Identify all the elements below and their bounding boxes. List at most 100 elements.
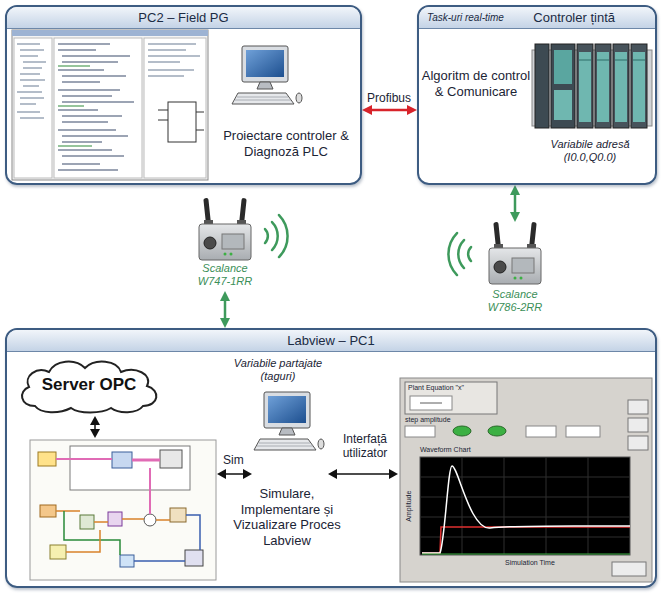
double-arrow bbox=[90, 416, 398, 479]
panel-text: Proiectare controler & Diagnoză PLC bbox=[215, 128, 357, 159]
computer-icon bbox=[254, 392, 324, 450]
panel-header: Labview – PC1 bbox=[7, 330, 655, 352]
editor-screenshot bbox=[12, 30, 208, 180]
panel-labview: Labview – PC1Variabile partajate (taguri… bbox=[5, 328, 657, 588]
arrow-head bbox=[510, 212, 520, 222]
connector bbox=[362, 105, 417, 115]
radio-waves bbox=[448, 233, 457, 275]
front-panel-screenshot bbox=[628, 400, 648, 414]
block-diagram-screenshot bbox=[170, 508, 186, 522]
front-panel-screenshot bbox=[422, 527, 630, 553]
screenshot-text: Plant Equation "x" bbox=[408, 384, 464, 392]
panel-title: PC2 – Field PG bbox=[138, 10, 228, 26]
radio-waves bbox=[468, 247, 471, 261]
plc-rack bbox=[633, 52, 645, 122]
radio-waves bbox=[279, 215, 288, 257]
front-panel-screenshot bbox=[566, 426, 600, 437]
front-panel-screenshot bbox=[526, 426, 556, 437]
editor-screenshot bbox=[58, 44, 134, 170]
screenshot-text: step amplitude bbox=[405, 416, 451, 424]
plc-rack bbox=[597, 52, 609, 122]
radio-waves bbox=[272, 222, 278, 250]
block-diagram-screenshot bbox=[56, 511, 170, 522]
double-arrow bbox=[217, 469, 226, 479]
arrow-label: Interfață utilizator bbox=[334, 432, 396, 461]
scalance-device: Scalance W747-1RR bbox=[188, 196, 262, 291]
plc-rack bbox=[535, 44, 549, 128]
double-arrow bbox=[90, 416, 100, 425]
block-diagram-screenshot bbox=[30, 440, 216, 580]
block-diagram-screenshot bbox=[120, 555, 134, 567]
arrow-label: Sim bbox=[223, 453, 244, 467]
plc-rack bbox=[579, 52, 591, 122]
front-panel-screenshot bbox=[405, 382, 497, 414]
block-diagram-screenshot bbox=[134, 515, 200, 561]
panel-title: Controler țintă bbox=[533, 10, 615, 26]
plc-rack bbox=[577, 44, 593, 128]
connector-line bbox=[514, 193, 517, 214]
panel-controller: Task-uri real-timeControler țintăAlgorit… bbox=[417, 5, 657, 185]
panel-header: Task-uri real-time Controler țintă bbox=[419, 7, 655, 29]
block-diagram-screenshot bbox=[56, 458, 112, 460]
double-arrow bbox=[224, 473, 245, 475]
arrow-head bbox=[220, 291, 230, 301]
front-panel-screenshot bbox=[420, 403, 442, 404]
plc-rack bbox=[613, 44, 629, 128]
header-note: Task-uri real-time bbox=[427, 10, 504, 26]
block-diagram-screenshot bbox=[132, 459, 160, 462]
panel-text: Variabile partajate (taguri) bbox=[222, 357, 334, 383]
block-diagram-screenshot bbox=[144, 514, 156, 526]
axis-title: Amplitude bbox=[405, 491, 413, 522]
block-diagram-screenshot bbox=[185, 550, 203, 566]
editor-screenshot bbox=[144, 38, 206, 178]
plc-rack bbox=[631, 44, 647, 128]
arrow-head bbox=[220, 318, 230, 328]
double-arrow bbox=[243, 469, 252, 479]
front-panel-screenshot bbox=[400, 378, 652, 582]
block-diagram-screenshot bbox=[160, 450, 182, 468]
arrow-head bbox=[362, 105, 372, 115]
computer-icon bbox=[232, 46, 302, 104]
double-arrow bbox=[90, 429, 100, 438]
arrow-head bbox=[510, 185, 520, 195]
scalance-device: Scalance W786-2RR bbox=[478, 222, 552, 317]
plc-rack bbox=[579, 60, 645, 61]
editor-screenshot bbox=[58, 66, 92, 146]
block-diagram-screenshot bbox=[30, 440, 216, 580]
scalance-icon bbox=[199, 198, 251, 260]
axis-title: Simulation Time bbox=[505, 559, 555, 567]
front-panel-screenshot bbox=[420, 457, 630, 555]
device-label: Scalance W747-1RR bbox=[188, 262, 262, 288]
cloud-label: Server OPC bbox=[42, 375, 137, 395]
cloud-outline bbox=[22, 362, 156, 413]
block-diagram-screenshot bbox=[38, 452, 56, 466]
plc-rack bbox=[551, 44, 575, 128]
editor-screenshot bbox=[168, 102, 196, 142]
double-arrow bbox=[335, 473, 391, 475]
front-panel-screenshot bbox=[628, 418, 648, 432]
block-diagram-screenshot bbox=[66, 530, 100, 552]
plc-rack bbox=[532, 44, 652, 128]
opc-cloud: Server OPC bbox=[15, 356, 163, 414]
editor-screenshot bbox=[12, 30, 208, 180]
block-diagram-screenshot bbox=[149, 468, 151, 514]
connector-label: Profibus bbox=[366, 91, 412, 105]
scalance-icon bbox=[489, 222, 541, 284]
radio-waves bbox=[458, 240, 464, 268]
block-diagram-screenshot bbox=[70, 446, 190, 490]
front-panel-screenshot bbox=[422, 466, 630, 553]
editor-screenshot bbox=[12, 30, 208, 36]
editor-screenshot bbox=[17, 44, 46, 118]
computer-icon bbox=[254, 392, 324, 450]
double-arrow bbox=[328, 469, 337, 479]
connector bbox=[220, 291, 230, 328]
front-panel-screenshot bbox=[612, 562, 646, 576]
screenshot-text: Waveform Chart bbox=[420, 446, 471, 454]
scalance-icon bbox=[199, 198, 251, 260]
editor-screenshot bbox=[54, 38, 142, 178]
editor-screenshot bbox=[158, 110, 204, 130]
front-panel-screenshot bbox=[405, 426, 435, 437]
